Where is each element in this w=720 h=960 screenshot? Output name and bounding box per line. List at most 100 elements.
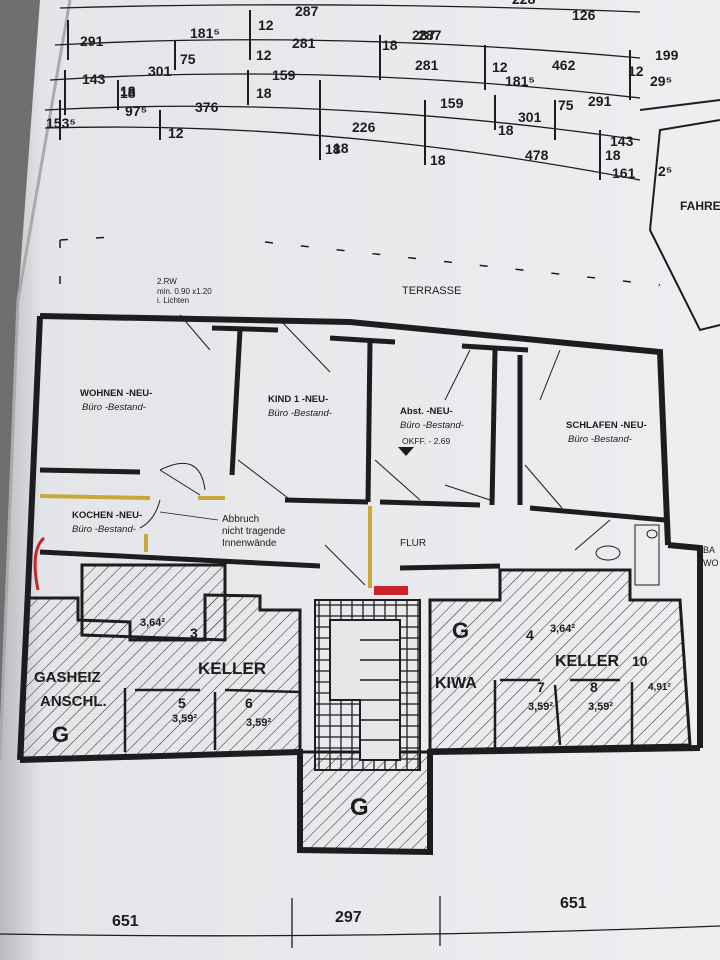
room-labels: WOHNEN -NEU- Büro -Bestand- KIND 1 -NEU-… [72,388,719,568]
bottom-dimension-labels: 651 297 651 [112,895,587,930]
dimension-labels: 287 12 287 228 126 291 181⁵ 75 12 281 18… [46,0,679,181]
bottom-dim-mid: 297 [335,909,362,926]
window-note-line2: min. 0.90 x1.20 [157,287,212,296]
cell-area-3: 3,64² [140,617,165,629]
keller-right-label: KELLER [555,653,619,670]
room-abst-sub: Büro -Bestand- [400,420,464,431]
cell-number-6: 6 [245,695,253,711]
label-wo: WO [703,558,719,568]
inner-walls [39,325,666,571]
window-note-line1: 2.RW [157,277,177,286]
cell-area-10: 4,91² [648,682,671,693]
gasheiz-label-1: GASHEIZ [34,669,101,686]
dim-r4-1: 18 [120,85,136,101]
dim-r4-3: 12 [168,125,184,141]
dim-r4-0: 153⁵ [46,115,76,131]
dim-r3-4: 18 [256,85,272,101]
dim-r1-0: 287 [295,3,319,19]
window-note: 2.RW min. 0.90 x1.20 i. Lichten [157,277,212,305]
dim-r3-10: 29⁵ [650,73,672,89]
room-kind-name: KIND 1 -NEU- [268,394,328,405]
bottom-dim-right: 651 [560,895,587,912]
dim-r1-4: 126 [572,7,596,23]
label-fahre: FAHRE [680,199,720,213]
basement-partitions [123,678,634,752]
dim-r2-6: 287 [418,27,442,43]
cell-area-4: 3,64² [550,623,575,635]
dim-r2-1: 181⁵ [190,25,220,41]
room-wohnen-sub: Büro -Bestand- [82,402,146,413]
room-kochen-name: KOCHEN -NEU- [72,510,142,521]
dim-r5-5: 18 [605,147,621,163]
stair-treads [360,639,400,741]
red-pipe [33,536,46,591]
dim-r1-2: 287 [412,27,436,43]
dim-r5-4: 478 [525,147,549,163]
level-marker [398,447,414,456]
dim-r2-3: 12 [256,47,272,63]
cell-number-3: 3 [190,625,198,641]
cell-number-8: 8 [590,679,598,695]
demolition-note-2: nicht tragende [222,526,286,537]
dim-r2-7: 199 [655,47,679,63]
dim-r2-2: 75 [180,51,196,67]
dim-r3-0: 143 [82,71,106,87]
g-mark-2: G [452,618,469,643]
cell-area-8: 3,59² [588,701,613,713]
dim-r3-5: 281 [415,57,439,73]
room-wohnen-name: WOHNEN -NEU- [80,388,152,399]
dim-r3-1: 301 [148,63,172,79]
cell-number-4: 4 [526,627,534,643]
dim-r1-1: 12 [258,17,274,33]
dim-r2-5: 18 [382,37,398,53]
g-mark-3: G [350,794,369,821]
room-abst-name: Abst. -NEU- [400,406,453,417]
dim-r1-3: 228 [512,0,536,7]
label-ba: BA [703,545,715,555]
dim-r3-8: 462 [552,57,576,73]
demolition-note-1: Abbruch [222,514,259,525]
dim-r3-6: 12 [492,59,508,75]
cell-area-6: 3,59² [246,717,271,729]
gasheiz-label-2: ANSCHL. [40,693,107,710]
demolished-walls [39,494,372,588]
cell-number-5: 5 [178,695,186,711]
dim-r3-9: 12 [628,63,644,79]
demolition-leader [159,511,219,521]
room-schlafen-name: SCHLAFEN -NEU- [566,420,647,431]
room-kochen-sub: Büro -Bestand- [72,524,136,535]
basement-hatch [20,563,692,854]
keller-left-label: KELLER [198,659,266,678]
demolition-note-3: Innenwände [222,538,277,549]
dim-r5-6: 161 [612,165,636,181]
dim-r3-7: 181⁵ [505,73,535,89]
dim-r5-7: 2⁵ [658,163,672,179]
dim-r3-3: 159 [272,67,296,83]
dim-r4-6: 159 [440,95,464,111]
dim-r4-9: 291 [588,93,612,109]
dim-r2-4: 281 [292,35,316,51]
stair-run [329,619,401,761]
dim-r4-10: 143 [610,133,634,149]
dim-r4-7: 301 [518,109,542,125]
dimension-lines [44,4,641,181]
terrace-label: TERRASSE [402,285,461,297]
dim-r4-8: 75 [558,97,574,113]
dim-r4-2: 97⁵ [125,103,147,119]
cell-area-7: 3,59² [528,701,553,713]
basement-labels: KELLER KELLER GASHEIZ ANSCHL. KIWA G G G… [34,617,671,821]
door-swings [139,314,611,586]
cell-number-7: 7 [537,679,545,695]
terrace-outline [59,235,661,290]
dim-r5-3: 18 [498,122,514,138]
okff-label: OKFF. - 2.69 [402,436,450,446]
neighbour-building [639,99,720,332]
page-fold [0,0,72,761]
cell-area-5: 3,59² [172,713,197,725]
window-note-line3: i. Lichten [157,296,189,305]
dim-r5-2: 18 [430,152,446,168]
room-kind-sub: Büro -Bestand- [268,408,332,419]
bottom-dim-left: 651 [112,913,139,930]
